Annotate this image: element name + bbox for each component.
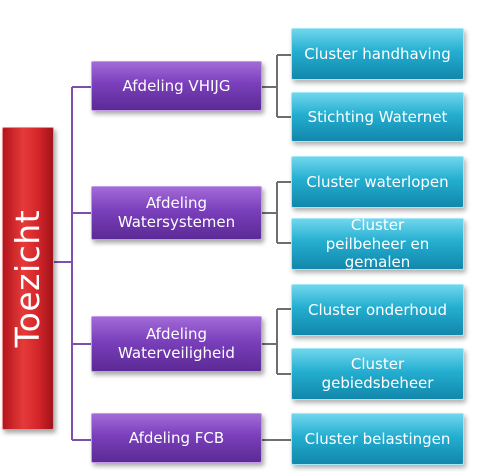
- cluster-node-peilbeheer: Cluster peilbeheer en gemalen: [291, 215, 464, 272]
- cluster-label: Cluster gebiedsbeheer: [321, 355, 434, 392]
- cluster-node-stichting-waternet: Stichting Waternet: [291, 92, 464, 142]
- cluster-label: Cluster peilbeheer en gemalen: [325, 215, 430, 272]
- cluster-node-waterlopen: Cluster waterlopen: [291, 156, 464, 208]
- dept-node-waterveiligheid: Afdeling Waterveiligheid: [91, 316, 262, 372]
- dept-node-fcb: Afdeling FCB: [91, 413, 262, 463]
- dept-label: Afdeling VHIJG: [122, 76, 231, 95]
- cluster-label: Stichting Waternet: [307, 107, 448, 126]
- cluster-node-onderhoud: Cluster onderhoud: [291, 284, 464, 336]
- dept-node-vhijg: Afdeling VHIJG: [91, 61, 262, 111]
- cluster-node-belastingen: Cluster belastingen: [291, 413, 464, 465]
- cluster-label: Cluster onderhoud: [307, 300, 448, 319]
- cluster-label: Cluster handhaving: [304, 44, 451, 63]
- dept-label: Afdeling FCB: [128, 428, 225, 447]
- dept-node-watersystemen: Afdeling Watersystemen: [91, 186, 262, 240]
- root-label: Toezicht: [8, 209, 48, 348]
- cluster-node-handhaving: Cluster handhaving: [291, 28, 464, 80]
- root-node-toezicht: Toezicht: [2, 127, 54, 430]
- dept-label: Afdeling Watersystemen: [117, 194, 236, 231]
- cluster-label: Cluster belastingen: [304, 429, 451, 448]
- cluster-label: Cluster waterlopen: [306, 172, 449, 191]
- cluster-node-gebiedsbeheer: Cluster gebiedsbeheer: [291, 348, 464, 400]
- dept-label: Afdeling Waterveiligheid: [118, 325, 235, 362]
